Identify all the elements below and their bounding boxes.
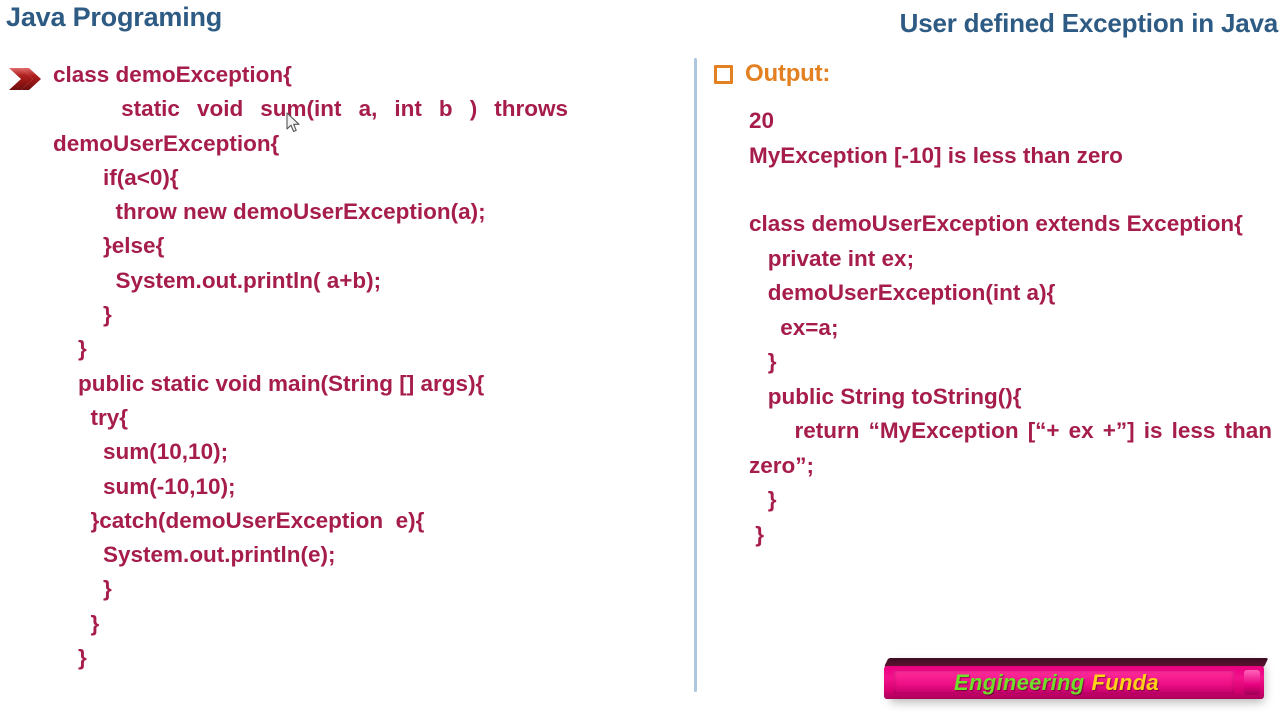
watermark-word-engineering: Engineering bbox=[954, 669, 1085, 695]
column-divider bbox=[694, 58, 697, 692]
page-title-left: Java Programing bbox=[6, 2, 223, 32]
red-chevron-arrow-icon bbox=[8, 66, 42, 92]
program-output-text: 20 MyException [-10] is less than zero bbox=[749, 108, 1123, 168]
watermark-bar-inner bbox=[894, 671, 1234, 694]
watermark-word-funda: Funda bbox=[1091, 669, 1159, 695]
watermark-bar bbox=[884, 666, 1264, 699]
output-heading: Output: bbox=[714, 58, 1272, 90]
output-label: Output: bbox=[745, 60, 831, 87]
watermark-bar-cap bbox=[1244, 670, 1260, 695]
left-code-block: class demoException{ static void sum(int… bbox=[53, 62, 568, 671]
engineering-funda-watermark: Engineering Funda bbox=[884, 658, 1269, 702]
watermark-text: Engineering Funda bbox=[884, 666, 1229, 699]
page-title-right: User defined Exception in Java bbox=[899, 8, 1279, 38]
right-output-panel: Output: 20 MyException [-10] is less tha… bbox=[706, 58, 1272, 552]
exception-class-source-text: class demoUserException extends Exceptio… bbox=[749, 211, 1272, 547]
left-code-panel: class demoException{ static void sum(int… bbox=[0, 58, 660, 675]
square-checkbox-icon bbox=[714, 64, 733, 84]
